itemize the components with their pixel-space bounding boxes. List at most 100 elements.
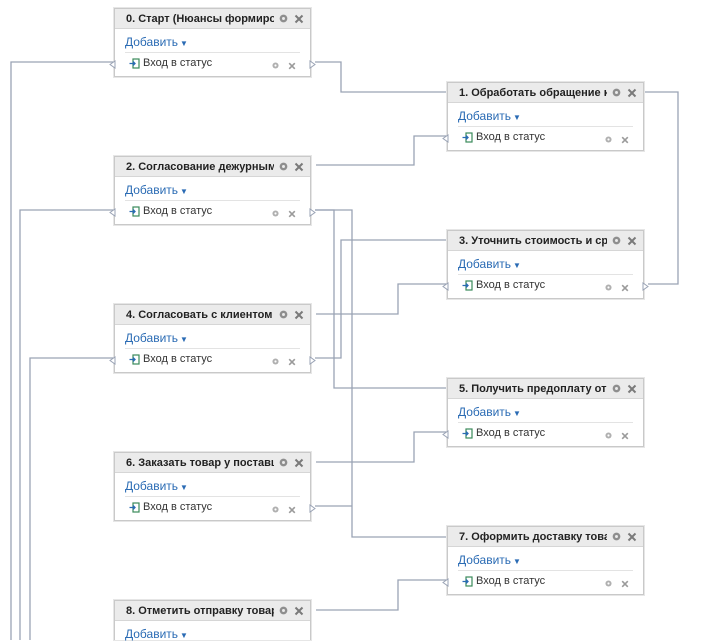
divider bbox=[458, 126, 633, 127]
wire-1-3 bbox=[641, 91, 679, 285]
add-label: Добавить bbox=[458, 109, 512, 123]
input-port[interactable] bbox=[442, 134, 449, 143]
caret-down-icon: ▼ bbox=[513, 261, 521, 270]
gear-icon[interactable] bbox=[609, 530, 623, 544]
close-icon[interactable] bbox=[292, 308, 306, 322]
entry-event[interactable]: Вход в статус bbox=[129, 501, 212, 513]
status-node-7[interactable]: 7. Оформить доставку това Добавить▼ Вход… bbox=[442, 526, 644, 595]
gear-icon[interactable] bbox=[276, 160, 290, 174]
status-node-1[interactable]: 1. Обработать обращение к Добавить▼ Вход… bbox=[442, 82, 644, 151]
gear-icon[interactable] bbox=[604, 429, 613, 443]
close-icon[interactable] bbox=[621, 429, 629, 443]
output-port[interactable] bbox=[309, 356, 316, 365]
close-icon[interactable] bbox=[621, 577, 629, 591]
gear-icon[interactable] bbox=[271, 207, 280, 221]
close-icon[interactable] bbox=[625, 530, 639, 544]
close-icon[interactable] bbox=[288, 59, 296, 73]
add-dropdown[interactable]: Добавить▼ bbox=[125, 479, 188, 493]
gear-icon[interactable] bbox=[604, 577, 613, 591]
close-icon[interactable] bbox=[621, 133, 629, 147]
add-dropdown[interactable]: Добавить▼ bbox=[458, 553, 521, 567]
wire-4-in bbox=[29, 357, 113, 640]
status-node-8[interactable]: 8. Отметить отправку товар Добавить▼ bbox=[114, 600, 311, 641]
add-dropdown[interactable]: Добавить▼ bbox=[125, 35, 188, 49]
status-node-4[interactable]: 4. Согласовать с клиентом г Добавить▼ Вх… bbox=[109, 304, 316, 373]
node-title: 0. Старт (Нюансы формиро bbox=[126, 12, 274, 25]
add-dropdown[interactable]: Добавить▼ bbox=[125, 627, 188, 641]
node-title: 1. Обработать обращение к bbox=[459, 86, 607, 99]
output-port[interactable] bbox=[309, 504, 316, 513]
node-header[interactable]: 1. Обработать обращение к bbox=[448, 83, 643, 103]
gear-icon[interactable] bbox=[276, 456, 290, 470]
node-header[interactable]: 6. Заказать товар у поставщ bbox=[115, 453, 310, 473]
entry-event[interactable]: Вход в статус bbox=[462, 427, 545, 439]
close-icon[interactable] bbox=[625, 86, 639, 100]
close-icon[interactable] bbox=[292, 160, 306, 174]
entry-event[interactable]: Вход в статус bbox=[129, 205, 212, 217]
close-icon[interactable] bbox=[621, 281, 629, 295]
divider bbox=[458, 274, 633, 275]
node-header[interactable]: 3. Уточнить стоимость и сро bbox=[448, 231, 643, 251]
input-port[interactable] bbox=[442, 430, 449, 439]
entry-event[interactable]: Вход в статус bbox=[462, 575, 545, 587]
entry-label: Вход в статус bbox=[476, 279, 546, 291]
node-header[interactable]: 0. Старт (Нюансы формиро bbox=[115, 9, 310, 29]
add-dropdown[interactable]: Добавить▼ bbox=[458, 109, 521, 123]
gear-icon[interactable] bbox=[276, 604, 290, 618]
close-icon[interactable] bbox=[292, 604, 306, 618]
gear-icon[interactable] bbox=[609, 234, 623, 248]
close-icon[interactable] bbox=[292, 12, 306, 26]
close-icon[interactable] bbox=[625, 382, 639, 396]
gear-icon[interactable] bbox=[271, 59, 280, 73]
gear-icon[interactable] bbox=[604, 281, 613, 295]
gear-icon[interactable] bbox=[271, 355, 280, 369]
input-port[interactable] bbox=[109, 356, 116, 365]
add-dropdown[interactable]: Добавить▼ bbox=[125, 183, 188, 197]
gear-icon[interactable] bbox=[276, 12, 290, 26]
status-node-6[interactable]: 6. Заказать товар у поставщ Добавить▼ Вх… bbox=[114, 452, 316, 521]
node-header[interactable]: 8. Отметить отправку товар bbox=[115, 601, 310, 621]
add-dropdown[interactable]: Добавить▼ bbox=[125, 331, 188, 345]
node-header[interactable]: 5. Получить предоплату от bbox=[448, 379, 643, 399]
output-port[interactable] bbox=[642, 282, 649, 291]
node-header[interactable]: 2. Согласование дежурным bbox=[115, 157, 310, 177]
node-header[interactable]: 4. Согласовать с клиентом г bbox=[115, 305, 310, 325]
entry-event[interactable]: Вход в статус bbox=[129, 57, 212, 69]
add-label: Добавить bbox=[125, 183, 179, 197]
input-port[interactable] bbox=[442, 578, 449, 587]
close-icon[interactable] bbox=[288, 503, 296, 517]
close-icon[interactable] bbox=[625, 234, 639, 248]
gear-icon[interactable] bbox=[609, 86, 623, 100]
add-dropdown[interactable]: Добавить▼ bbox=[458, 405, 521, 419]
input-port[interactable] bbox=[109, 60, 116, 69]
input-port[interactable] bbox=[442, 282, 449, 291]
wire-2-1 bbox=[316, 135, 446, 166]
entry-event[interactable]: Вход в статус bbox=[129, 353, 212, 365]
entry-event[interactable]: Вход в статус bbox=[462, 279, 545, 291]
wire-4h-3 bbox=[316, 283, 446, 315]
input-port[interactable] bbox=[109, 208, 116, 217]
gear-icon[interactable] bbox=[271, 503, 280, 517]
status-node-0[interactable]: 0. Старт (Нюансы формиро Добавить▼ Вход … bbox=[109, 8, 316, 77]
enter-icon bbox=[129, 57, 140, 69]
wire-4-3 bbox=[315, 239, 446, 359]
close-icon[interactable] bbox=[288, 355, 296, 369]
node-header[interactable]: 7. Оформить доставку това bbox=[448, 527, 643, 547]
output-port[interactable] bbox=[309, 60, 316, 69]
status-node-3[interactable]: 3. Уточнить стоимость и сро Добавить▼ Вх… bbox=[442, 230, 649, 299]
output-port[interactable] bbox=[309, 208, 316, 217]
add-dropdown[interactable]: Добавить▼ bbox=[458, 257, 521, 271]
enter-icon bbox=[462, 427, 473, 439]
gear-icon[interactable] bbox=[276, 308, 290, 322]
add-label: Добавить bbox=[458, 405, 512, 419]
gear-icon[interactable] bbox=[604, 133, 613, 147]
status-node-2[interactable]: 2. Согласование дежурным Добавить▼ Вход … bbox=[109, 156, 316, 225]
enter-icon bbox=[462, 131, 473, 143]
close-icon[interactable] bbox=[292, 456, 306, 470]
wire-2-5 bbox=[315, 209, 446, 389]
status-node-5[interactable]: 5. Получить предоплату от Добавить▼ Вход… bbox=[442, 378, 644, 447]
entry-event[interactable]: Вход в статус bbox=[462, 131, 545, 143]
gear-icon[interactable] bbox=[609, 382, 623, 396]
close-icon[interactable] bbox=[288, 207, 296, 221]
caret-down-icon: ▼ bbox=[513, 557, 521, 566]
